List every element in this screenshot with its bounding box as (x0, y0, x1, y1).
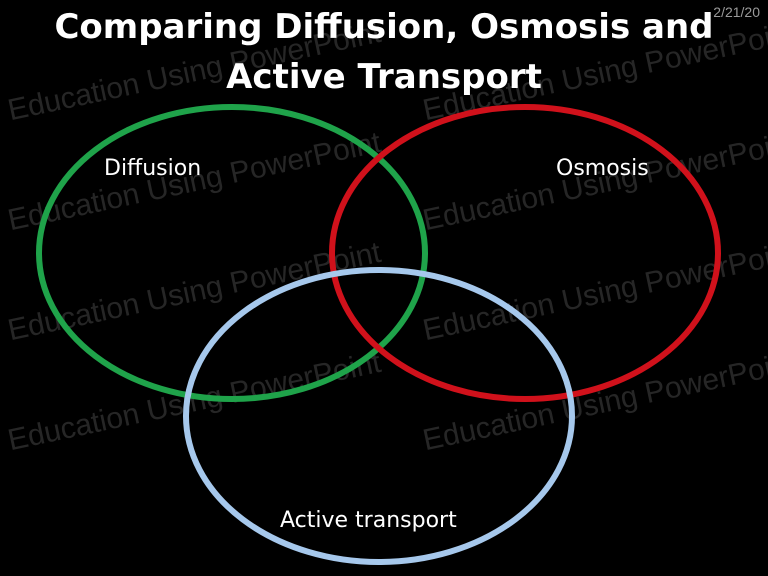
title-line-2: Active Transport (226, 57, 542, 97)
title-line-1: Comparing Diffusion, Osmosis and (54, 7, 714, 47)
active-transport-circle (183, 267, 575, 565)
diffusion-circle (36, 104, 428, 402)
diffusion-label: Diffusion (104, 156, 202, 181)
slide-title: Comparing Diffusion, Osmosis and Active … (0, 0, 768, 102)
osmosis-label: Osmosis (556, 156, 649, 181)
slide-date: 2/21/20 (713, 4, 760, 20)
active-transport-label: Active transport (280, 508, 457, 533)
osmosis-circle (329, 104, 721, 402)
